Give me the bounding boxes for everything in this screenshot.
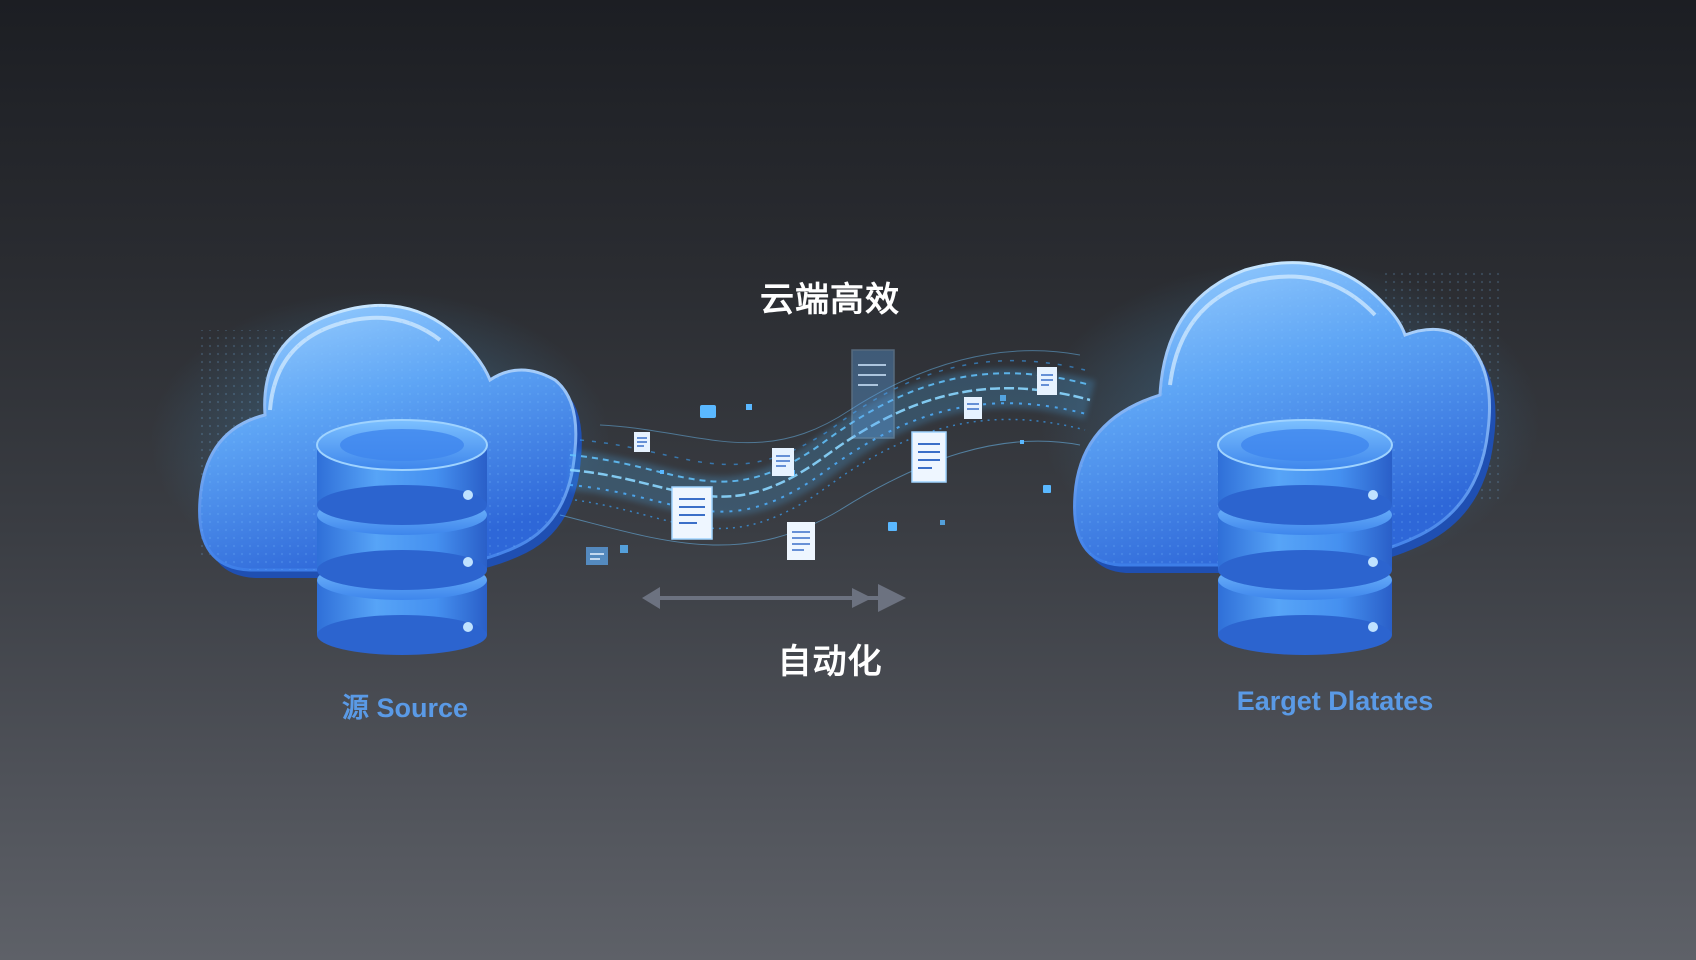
target-database-icon [1217, 419, 1393, 655]
source-label: 源 Source [341, 693, 469, 723]
double-arrow-icon [642, 584, 906, 612]
data-stream [559, 350, 1096, 546]
stream-particles [620, 395, 1051, 553]
target-label: Earget Dlatates [1236, 686, 1434, 716]
document-icon [586, 349, 1057, 565]
caption-bottom: 自动化 [777, 642, 883, 682]
caption-top: 云端高效 [760, 280, 900, 320]
source-database-icon [316, 419, 488, 655]
